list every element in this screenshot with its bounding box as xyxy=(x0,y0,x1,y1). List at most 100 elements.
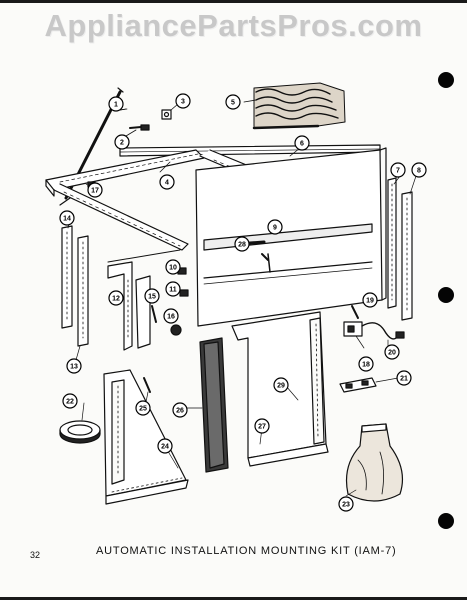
binder-hole-top xyxy=(438,72,454,88)
callout-number: 17 xyxy=(91,188,99,195)
callout-number: 8 xyxy=(417,168,421,175)
callout-circle xyxy=(338,496,354,512)
callout-number: 24 xyxy=(161,444,169,451)
part-20-wire xyxy=(361,322,405,340)
callout-number: 27 xyxy=(258,424,266,431)
callout-number: 20 xyxy=(388,350,396,357)
callout-number: 7 xyxy=(396,168,400,175)
callout-27: 27 xyxy=(254,418,270,434)
part-8-side-strip xyxy=(401,191,413,321)
callout-circle xyxy=(384,344,400,360)
callout-circle xyxy=(362,292,378,308)
bottom-border xyxy=(0,597,467,600)
part-13-left-strip xyxy=(77,235,89,347)
callout-circle xyxy=(108,96,124,112)
callout-21: 21 xyxy=(396,370,412,386)
binder-hole-middle xyxy=(438,287,454,303)
callout-number: 3 xyxy=(181,99,185,106)
callout-18: 18 xyxy=(358,356,374,372)
callout-24: 24 xyxy=(157,438,173,454)
callout-2: 2 xyxy=(114,134,130,150)
callout-circle xyxy=(396,370,412,386)
callout-26: 26 xyxy=(172,402,188,418)
callout-circle xyxy=(62,393,78,409)
callout-19: 19 xyxy=(362,292,378,308)
callout-number: 9 xyxy=(273,225,277,232)
callout-9: 9 xyxy=(267,219,283,235)
callout-number: 18 xyxy=(362,362,370,369)
callout-6: 6 xyxy=(294,135,310,151)
callout-17: 17 xyxy=(87,182,103,198)
callout-circle xyxy=(390,162,406,178)
part-16-knob xyxy=(170,324,182,336)
callout-3: 3 xyxy=(175,93,191,109)
callout-number: 21 xyxy=(400,376,408,383)
callout-4: 4 xyxy=(159,174,175,190)
callout-number: 2 xyxy=(120,140,124,147)
callout-22: 22 xyxy=(62,393,78,409)
part-3-nut xyxy=(161,103,179,120)
part-25-foam-panel xyxy=(199,337,229,473)
callout-5: 5 xyxy=(225,94,241,110)
callout-12: 12 xyxy=(108,290,124,306)
callout-29: 29 xyxy=(273,377,289,393)
part-15-screw xyxy=(151,305,157,323)
callout-number: 10 xyxy=(169,265,177,272)
callout-circle xyxy=(411,162,427,178)
part-29-plug xyxy=(339,377,377,393)
callout-7: 7 xyxy=(390,162,406,178)
callout-circle xyxy=(267,219,283,235)
callout-number: 1 xyxy=(114,102,118,109)
callout-circle xyxy=(87,182,103,198)
callout-16: 16 xyxy=(163,308,179,324)
callout-circle xyxy=(172,402,188,418)
callout-circle xyxy=(157,438,173,454)
part-11-clip xyxy=(179,289,189,297)
part-28-screw xyxy=(261,253,269,261)
callout-number: 28 xyxy=(238,242,246,249)
callout-13: 13 xyxy=(66,358,82,374)
callout-circle xyxy=(294,135,310,151)
callout-circle xyxy=(254,418,270,434)
callout-circle xyxy=(135,400,151,416)
part-5-foam-seal xyxy=(243,82,346,130)
callout-circle xyxy=(66,358,82,374)
callout-circle xyxy=(144,288,160,304)
callout-circle xyxy=(234,236,250,252)
callout-number: 6 xyxy=(300,141,304,148)
callout-circle xyxy=(159,174,175,190)
callout-15: 15 xyxy=(144,288,160,304)
part-14-left-strip xyxy=(61,225,73,329)
callout-circle xyxy=(175,93,191,109)
part-2-screw xyxy=(125,124,150,137)
part-22-screw xyxy=(143,377,151,393)
callout-number: 26 xyxy=(176,408,184,415)
part-21-tape-roll xyxy=(59,420,101,444)
callout-number: 14 xyxy=(63,216,71,223)
callout-circle xyxy=(165,259,181,275)
callout-circle xyxy=(59,210,75,226)
callout-1: 1 xyxy=(108,96,124,112)
part-24-left-frame xyxy=(103,369,189,505)
part-9-main-panel xyxy=(195,147,387,327)
binder-hole-bottom xyxy=(438,513,454,529)
callout-25: 25 xyxy=(135,400,151,416)
callout-20: 20 xyxy=(384,344,400,360)
callout-23: 23 xyxy=(338,496,354,512)
callout-circle xyxy=(165,281,181,297)
callout-circle xyxy=(108,290,124,306)
part-7-side-strip xyxy=(387,177,397,309)
callout-circle xyxy=(225,94,241,110)
part-23-cover xyxy=(345,423,403,502)
callout-8: 8 xyxy=(411,162,427,178)
callout-11: 11 xyxy=(165,281,181,297)
part-19-screw xyxy=(351,305,359,319)
callout-circle xyxy=(163,308,179,324)
callout-number: 13 xyxy=(70,364,78,371)
callout-number: 11 xyxy=(169,287,177,294)
watermark-logo: AppliancePartsPros.com xyxy=(44,8,423,43)
diagram-caption: AUTOMATIC INSTALLATION MOUNTING KIT (IAM… xyxy=(96,545,397,557)
callout-number: 19 xyxy=(366,298,374,305)
